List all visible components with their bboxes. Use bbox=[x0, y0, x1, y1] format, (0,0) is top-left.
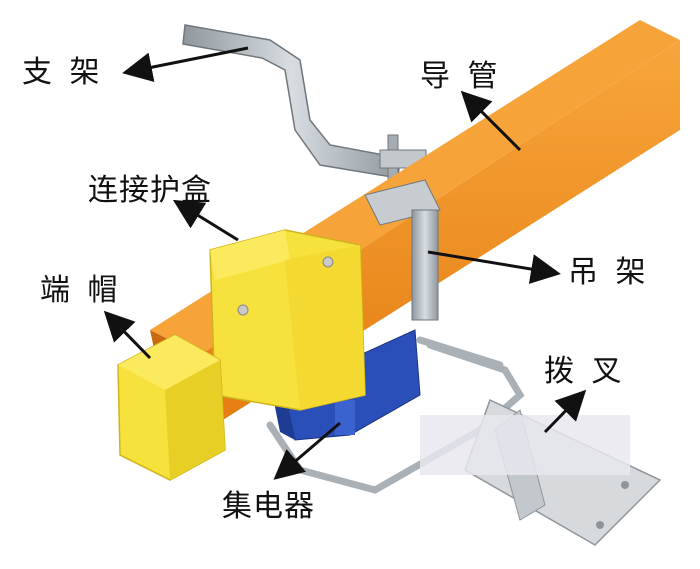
label-guide-tube: 导 管 bbox=[420, 59, 502, 94]
label-bracket: 支 架 bbox=[22, 55, 104, 90]
hanger-part bbox=[364, 179, 441, 321]
end-cap-part bbox=[117, 334, 226, 481]
arrow-hanger bbox=[427, 250, 561, 284]
label-hanger: 吊 架 bbox=[568, 255, 650, 290]
bracket-part bbox=[182, 24, 427, 196]
arrow-bracket bbox=[122, 46, 249, 83]
label-end-cap: 端 帽 bbox=[40, 273, 122, 308]
arrow-connector-box bbox=[172, 199, 239, 242]
arrow-guide-tube bbox=[460, 90, 522, 152]
connector-box-part bbox=[209, 229, 366, 411]
arrow-end-cap bbox=[103, 310, 152, 360]
label-connector-box: 连接护盒 bbox=[88, 173, 212, 208]
arrow-shift-fork bbox=[543, 389, 587, 434]
label-collector: 集电器 bbox=[222, 489, 315, 524]
blurred-region bbox=[420, 415, 630, 475]
arrow-collector bbox=[273, 421, 341, 480]
label-shift-fork: 拨 叉 bbox=[544, 354, 626, 389]
